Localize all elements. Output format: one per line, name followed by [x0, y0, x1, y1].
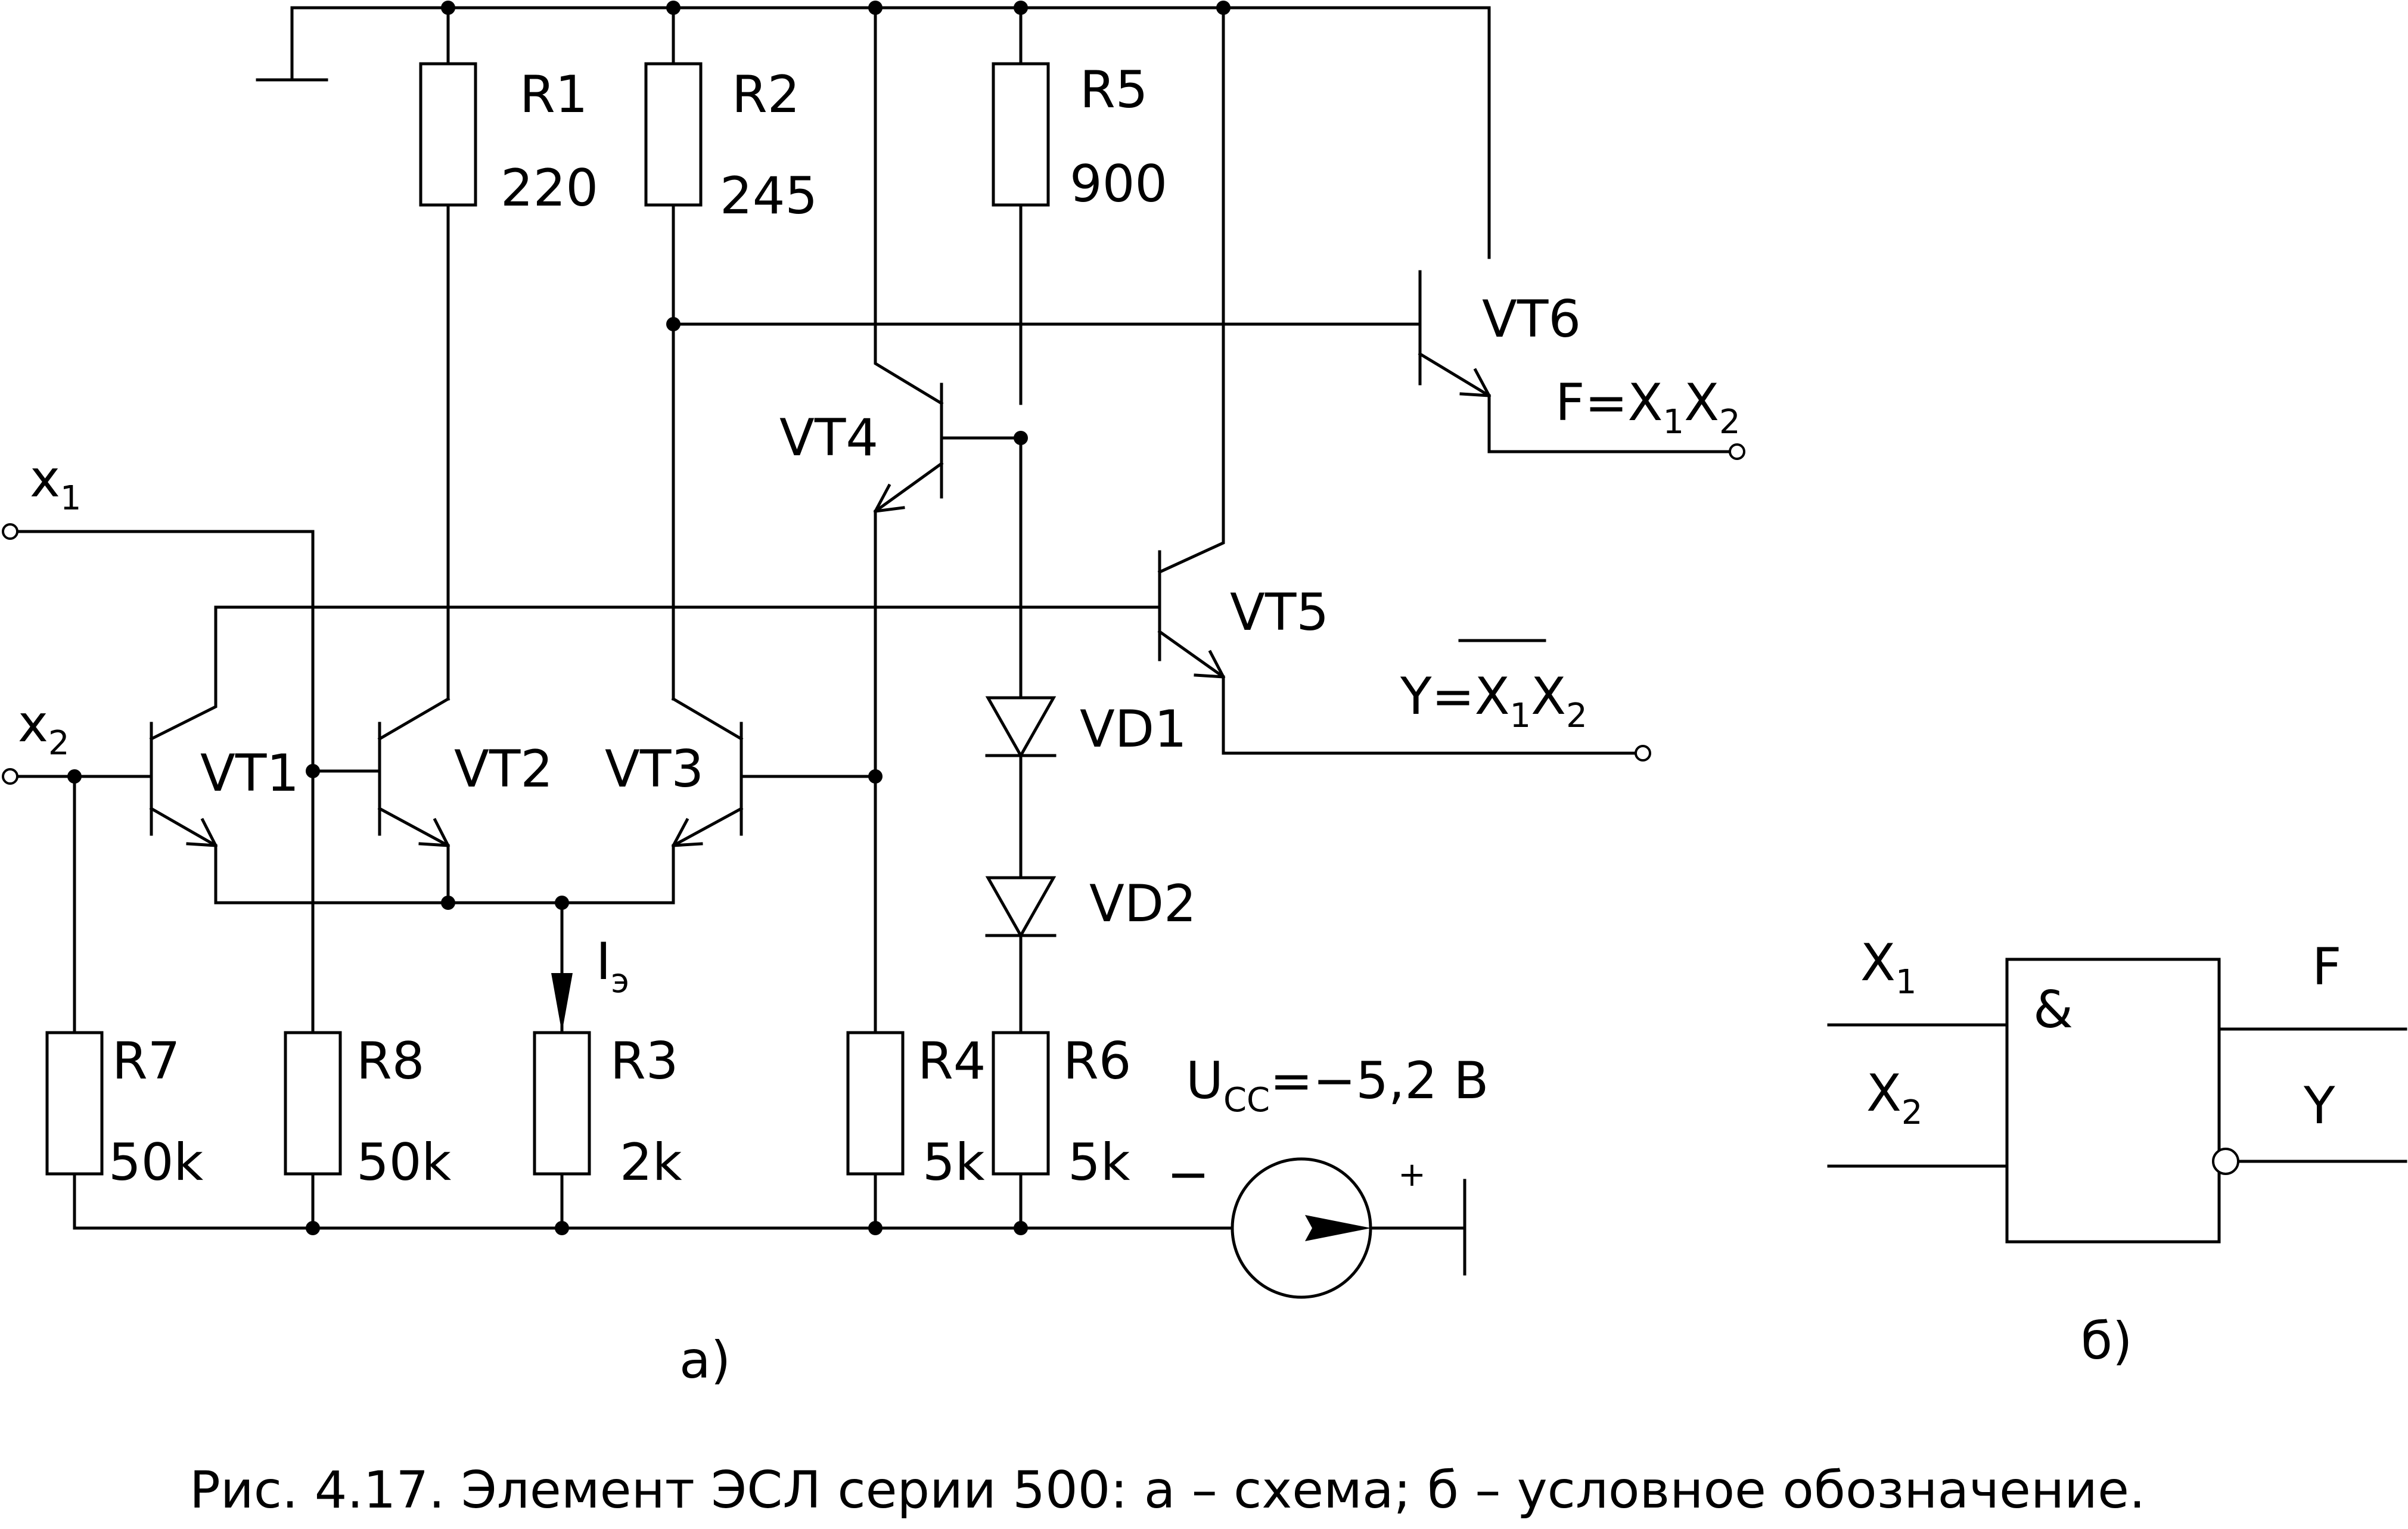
symbol-output-f-label: F — [2312, 937, 2341, 997]
resistor-r4 — [846, 1031, 905, 1176]
figure-caption: Рис. 4.17. Элемент ЭСЛ серии 500: а – сх… — [189, 1460, 2145, 1520]
r3-value: 2k — [620, 1133, 682, 1192]
r4-value: 5k — [922, 1133, 985, 1192]
vt2-label: VT2 — [454, 739, 553, 799]
current-arrow — [551, 973, 573, 1033]
and-operator-label: & — [2033, 980, 2073, 1040]
r1-value: 220 — [501, 159, 598, 218]
transistor-bases — [150, 270, 1422, 836]
output-y-label: Y=X1X2 — [1400, 667, 1587, 735]
and-gate-box — [2005, 958, 2221, 1244]
vd2-label: VD2 — [1089, 874, 1197, 934]
r2-value: 245 — [720, 166, 818, 226]
diodes — [985, 696, 1057, 939]
current-label: Iэ — [596, 932, 629, 1000]
symbol-input-x1-label: X1 — [1860, 933, 1917, 1002]
vt4-label: VT4 — [779, 408, 878, 468]
r5-name: R5 — [1080, 60, 1148, 120]
diode-vd1 — [985, 696, 1057, 759]
r2-name: R2 — [732, 65, 800, 125]
r7-value: 50k — [108, 1133, 203, 1192]
r1-name: R1 — [520, 65, 588, 125]
vt5-label: VT5 — [1230, 583, 1329, 642]
junction-dots — [67, 1, 1231, 1235]
r3-name: R3 — [610, 1031, 678, 1091]
vd1-label: VD1 — [1080, 700, 1187, 759]
r6-value: 5k — [1068, 1133, 1130, 1192]
figure-b-label: б) — [2081, 1312, 2133, 1371]
logic-symbol: X1 X2 & F Y б) — [1827, 933, 2407, 1371]
input-x2-label: x2 — [18, 694, 70, 763]
r5-value: 900 — [1070, 154, 1167, 214]
resistors — [45, 62, 1050, 1176]
r8-value: 50k — [356, 1133, 451, 1192]
r4-name: R4 — [918, 1031, 986, 1091]
resistor-r7 — [45, 1031, 104, 1176]
resistor-r2 — [644, 62, 703, 207]
inversion-circle — [2212, 1148, 2239, 1175]
supply-source — [1231, 1157, 1372, 1299]
r6-name: R6 — [1063, 1031, 1131, 1091]
resistor-r1 — [419, 62, 477, 207]
diode-vd2 — [985, 876, 1057, 939]
supply-label: UCC=−5,2 В — [1186, 1051, 1489, 1120]
vt1-label: VT1 — [200, 744, 299, 803]
vt6-label: VT6 — [1482, 290, 1581, 349]
resistor-r3 — [533, 1031, 591, 1176]
input-x1-label: x1 — [30, 449, 82, 518]
supply-minus-sign: − — [1167, 1145, 1210, 1204]
supply-plus-sign: + — [1398, 1155, 1426, 1194]
resistor-r5 — [992, 62, 1050, 207]
figure-a-label: а) — [679, 1331, 731, 1390]
vt3-label: VT3 — [605, 739, 704, 799]
symbol-output-y-label: Y — [2303, 1076, 2335, 1136]
r8-name: R8 — [356, 1031, 424, 1091]
resistor-r8 — [284, 1031, 342, 1176]
emitter-arrows — [186, 368, 1492, 848]
r7-name: R7 — [112, 1031, 180, 1091]
schematic-labels: R1 220 R2 245 R5 900 R7 50k R8 50k R3 2k… — [18, 60, 1741, 1390]
output-f-label: F=X1X2 — [1555, 373, 1741, 442]
symbol-input-x2-label: X2 — [1866, 1064, 1923, 1132]
open-terminals — [2, 443, 1745, 785]
resistor-r6 — [992, 1031, 1050, 1176]
